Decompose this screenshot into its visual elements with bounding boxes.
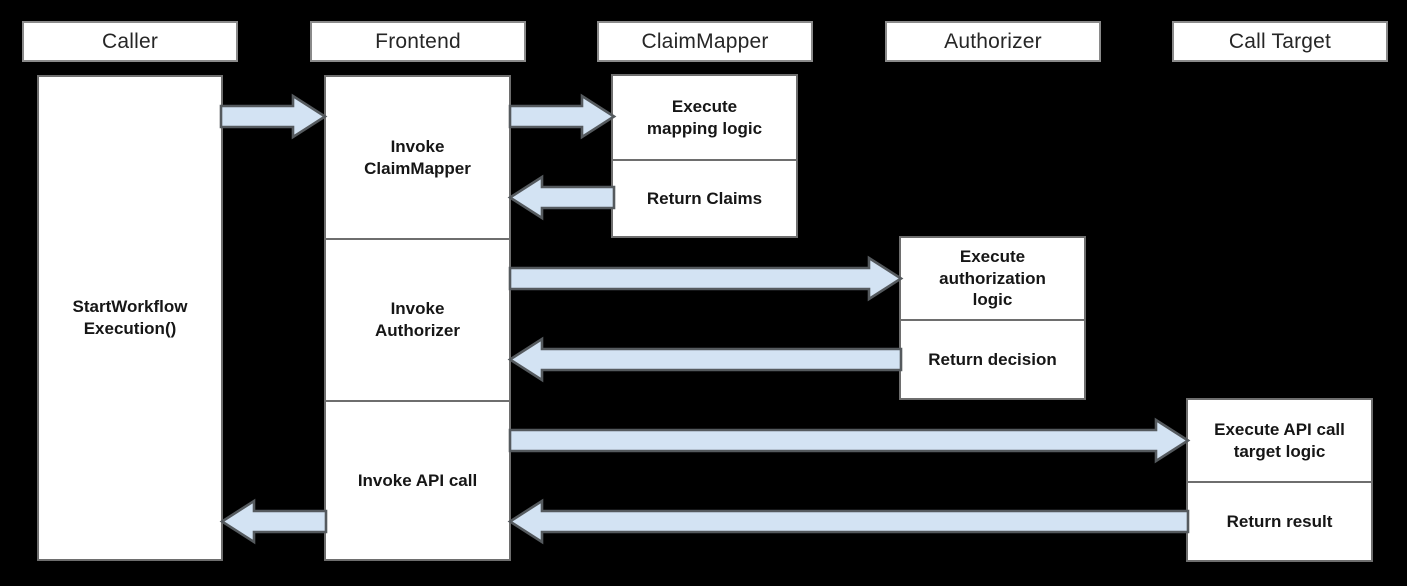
arrow-right-icon (219, 93, 328, 140)
activation-calltarget-return-result[interactable]: Return result (1188, 481, 1371, 560)
participant-header-caller[interactable]: Caller (22, 21, 238, 62)
message-arrow-calltarget-to-frontend[interactable] (507, 498, 1190, 545)
activation-authorizer-return-decision[interactable]: Return decision (901, 319, 1084, 398)
arrow-right-icon (508, 93, 617, 140)
participant-label: ClaimMapper (641, 29, 769, 53)
participant-header-calltarget[interactable]: Call Target (1172, 21, 1388, 62)
message-arrow-claimmapper-to-frontend[interactable] (507, 174, 616, 221)
participant-label: Caller (101, 29, 159, 53)
arrow-right-icon (508, 417, 1191, 464)
message-arrow-authorizer-to-frontend[interactable] (507, 336, 903, 383)
activation-claimmapper-return-claims[interactable]: Return Claims (613, 159, 796, 236)
participant-label: Call Target (1228, 29, 1332, 53)
arrow-left-icon (507, 174, 616, 221)
participant-header-claimmapper[interactable]: ClaimMapper (597, 21, 813, 62)
participant-label: Authorizer (944, 29, 1042, 53)
message-arrow-caller-to-frontend[interactable] (219, 93, 328, 140)
message-arrow-frontend-to-calltarget[interactable] (508, 417, 1191, 464)
participant-label: Frontend (375, 29, 461, 53)
arrow-left-icon (507, 498, 1190, 545)
arrow-left-icon (507, 336, 903, 383)
participant-header-frontend[interactable]: Frontend (310, 21, 526, 62)
arrow-right-icon (508, 255, 904, 302)
message-arrow-frontend-to-caller[interactable] (219, 498, 328, 545)
activation-frontend-invoke-api-call[interactable]: Invoke API call (326, 400, 509, 559)
arrow-left-icon (219, 498, 328, 545)
message-arrow-frontend-to-authorizer[interactable] (508, 255, 904, 302)
message-arrow-frontend-to-claimmapper[interactable] (508, 93, 617, 140)
participant-header-authorizer[interactable]: Authorizer (885, 21, 1101, 62)
